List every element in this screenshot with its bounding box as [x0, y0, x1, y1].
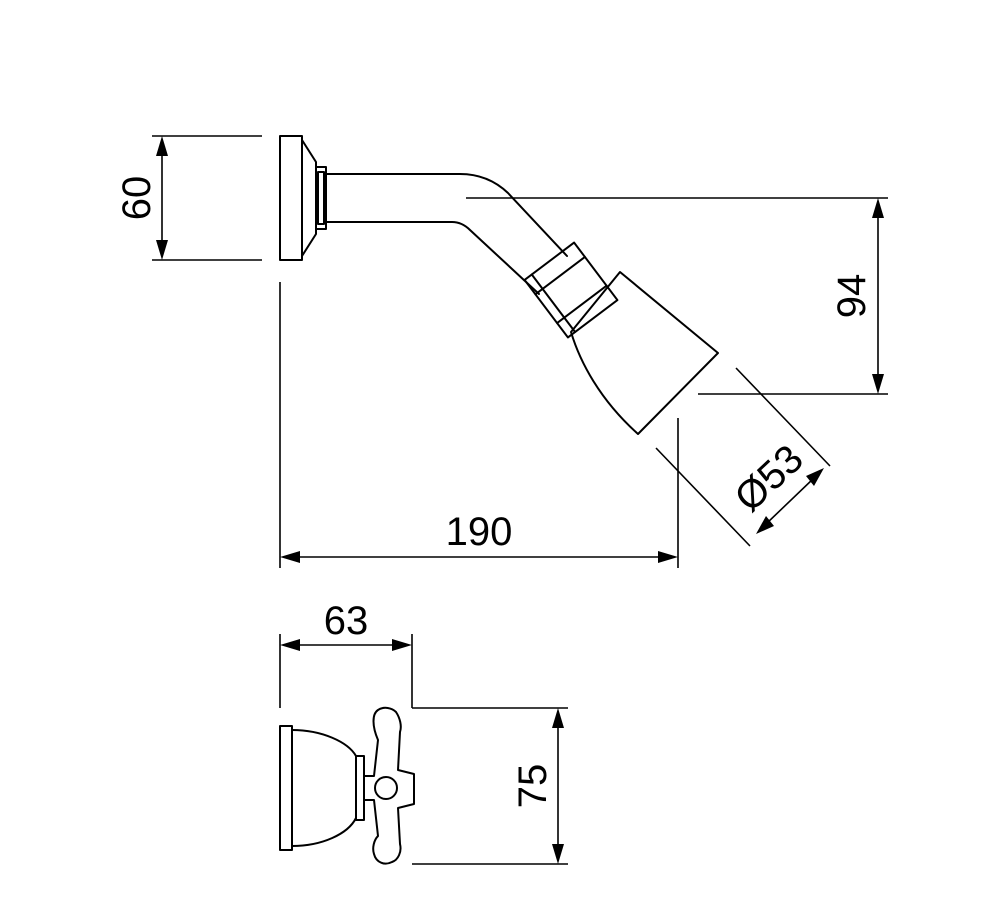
dim-60: 60 [115, 135, 262, 261]
shower-arm-assembly [279, 135, 719, 435]
dim-75: 75 [412, 707, 568, 865]
dim-label-projection: 190 [446, 510, 513, 554]
dim-label-drop: 94 [830, 274, 874, 319]
cross-handle [363, 706, 415, 865]
valve-body [291, 729, 357, 847]
dim-label-head-diameter: Ø53 [726, 437, 811, 521]
arm-tube-upper [325, 173, 568, 257]
arm-tube-lower [325, 221, 540, 295]
valve-bonnet [355, 755, 365, 821]
handle-hub [374, 776, 398, 800]
flange-collar [301, 139, 317, 257]
flange-nut-inner [317, 171, 325, 225]
wall-flange [279, 135, 303, 261]
dim-63: 63 [279, 599, 413, 708]
dim-label-valve-height: 75 [511, 764, 555, 809]
valve-flange [279, 725, 293, 851]
valve-assembly [279, 706, 415, 865]
connector [523, 241, 619, 339]
dim-190: 190 [279, 282, 679, 568]
dim-94: 94 [466, 197, 888, 395]
dim-label-flange-height: 60 [115, 176, 159, 221]
shower-head [570, 271, 719, 435]
flange-nut [315, 166, 327, 230]
dim-label-valve-depth: 63 [324, 599, 369, 643]
